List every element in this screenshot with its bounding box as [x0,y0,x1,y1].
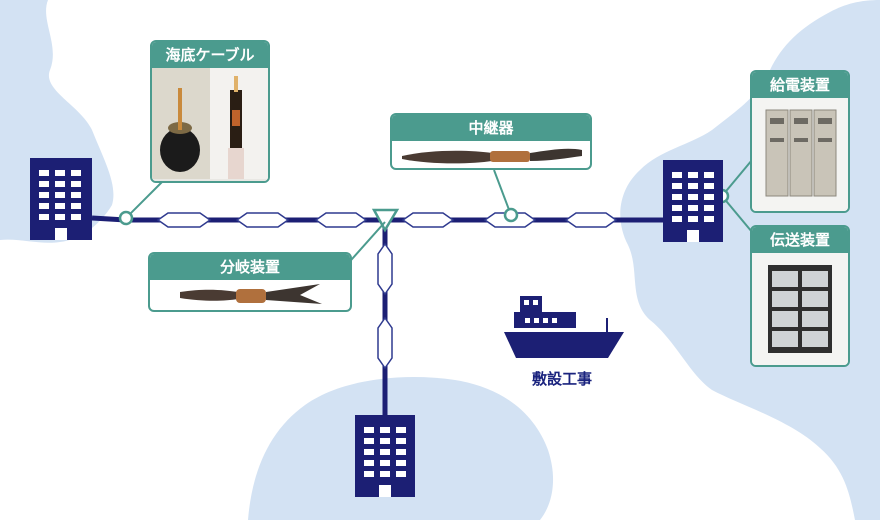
building-window [688,216,698,222]
building-window [672,172,682,178]
repeater-title: 中継器 [392,115,590,141]
power-rack-illustration [765,109,837,197]
transmission-equipment-photo [752,253,848,365]
ship-windows [524,300,557,323]
cable-repeater-3 [314,212,368,228]
power-feeding-equipment-callout: 給電装置 [750,70,850,213]
building-window [396,427,406,433]
building-window [380,449,390,455]
transmission-rack-illustration [768,265,832,353]
branching-unit-illustration [180,284,322,304]
repeater-photo [392,141,590,168]
building-window [396,471,406,477]
building-window [380,471,390,477]
building-door [55,228,67,240]
building-window [364,438,374,444]
building-window [55,192,65,198]
building-window [704,194,714,200]
building-window [55,181,65,187]
repeater-illustration [402,148,582,164]
building-window [396,449,406,455]
submarine-cable-title: 海底ケーブル [152,42,268,68]
cable-repeater-1 [156,212,212,228]
building-window [688,183,698,189]
building-window [704,205,714,211]
building-window [39,170,49,176]
submarine-cable-callout: 海底ケーブル [150,40,270,183]
repeater-marker-dot [503,207,519,223]
building-window [364,449,374,455]
building-window [71,192,81,198]
building-window [380,438,390,444]
building-window [704,216,714,222]
building-window [39,192,49,198]
building-window [672,194,682,200]
cable-repeater-2 [235,212,290,228]
repeater-group-vertical [377,242,393,370]
branching-unit-marker [371,208,400,233]
building-window [55,170,65,176]
submarine-cable-photo [152,68,268,181]
repeater-group-horizontal [156,212,618,228]
building-window [364,471,374,477]
cable-repeater-6 [564,212,618,228]
building-door [379,485,391,497]
building-window [672,183,682,189]
building-window [688,172,698,178]
building-window [688,194,698,200]
landing-station-building-icon [663,160,723,242]
power-feeding-equipment-title: 給電装置 [752,72,848,98]
building-window [39,181,49,187]
building-window [39,203,49,209]
cable-landing-point-dot [118,210,134,226]
building-window [396,438,406,444]
building-window [672,205,682,211]
landing-station-building-icon [355,415,415,497]
landing-station-building-icon [30,158,92,240]
branching-unit-callout: 分岐装置 [148,252,352,312]
building-window [672,216,682,222]
cable-laying-label: 敷設工事 [532,370,593,388]
building-window [39,214,49,220]
building-window [71,214,81,220]
building-window [364,460,374,466]
building-window [71,203,81,209]
cable-repeater-4 [401,212,455,228]
transmission-equipment-title: 伝送装置 [752,227,848,253]
building-window [396,460,406,466]
power-feeding-equipment-photo [752,98,848,211]
building-window [380,427,390,433]
building-window [55,203,65,209]
transmission-equipment-callout: 伝送装置 [750,225,850,367]
building-window [71,170,81,176]
cable-repeater-8 [377,316,393,370]
repeater-callout: 中継器 [390,113,592,170]
building-window [71,181,81,187]
building-window [55,214,65,220]
building-window [364,427,374,433]
building-window [380,460,390,466]
building-window [704,172,714,178]
building-window [704,183,714,189]
branching-unit-title: 分岐装置 [150,254,350,280]
building-window [688,205,698,211]
cable-repeater-7 [377,242,393,296]
branching-unit-photo [150,280,350,310]
building-door [687,230,699,242]
cable-cross-section-illustration [152,68,268,179]
cable-ship-icon [504,296,624,358]
